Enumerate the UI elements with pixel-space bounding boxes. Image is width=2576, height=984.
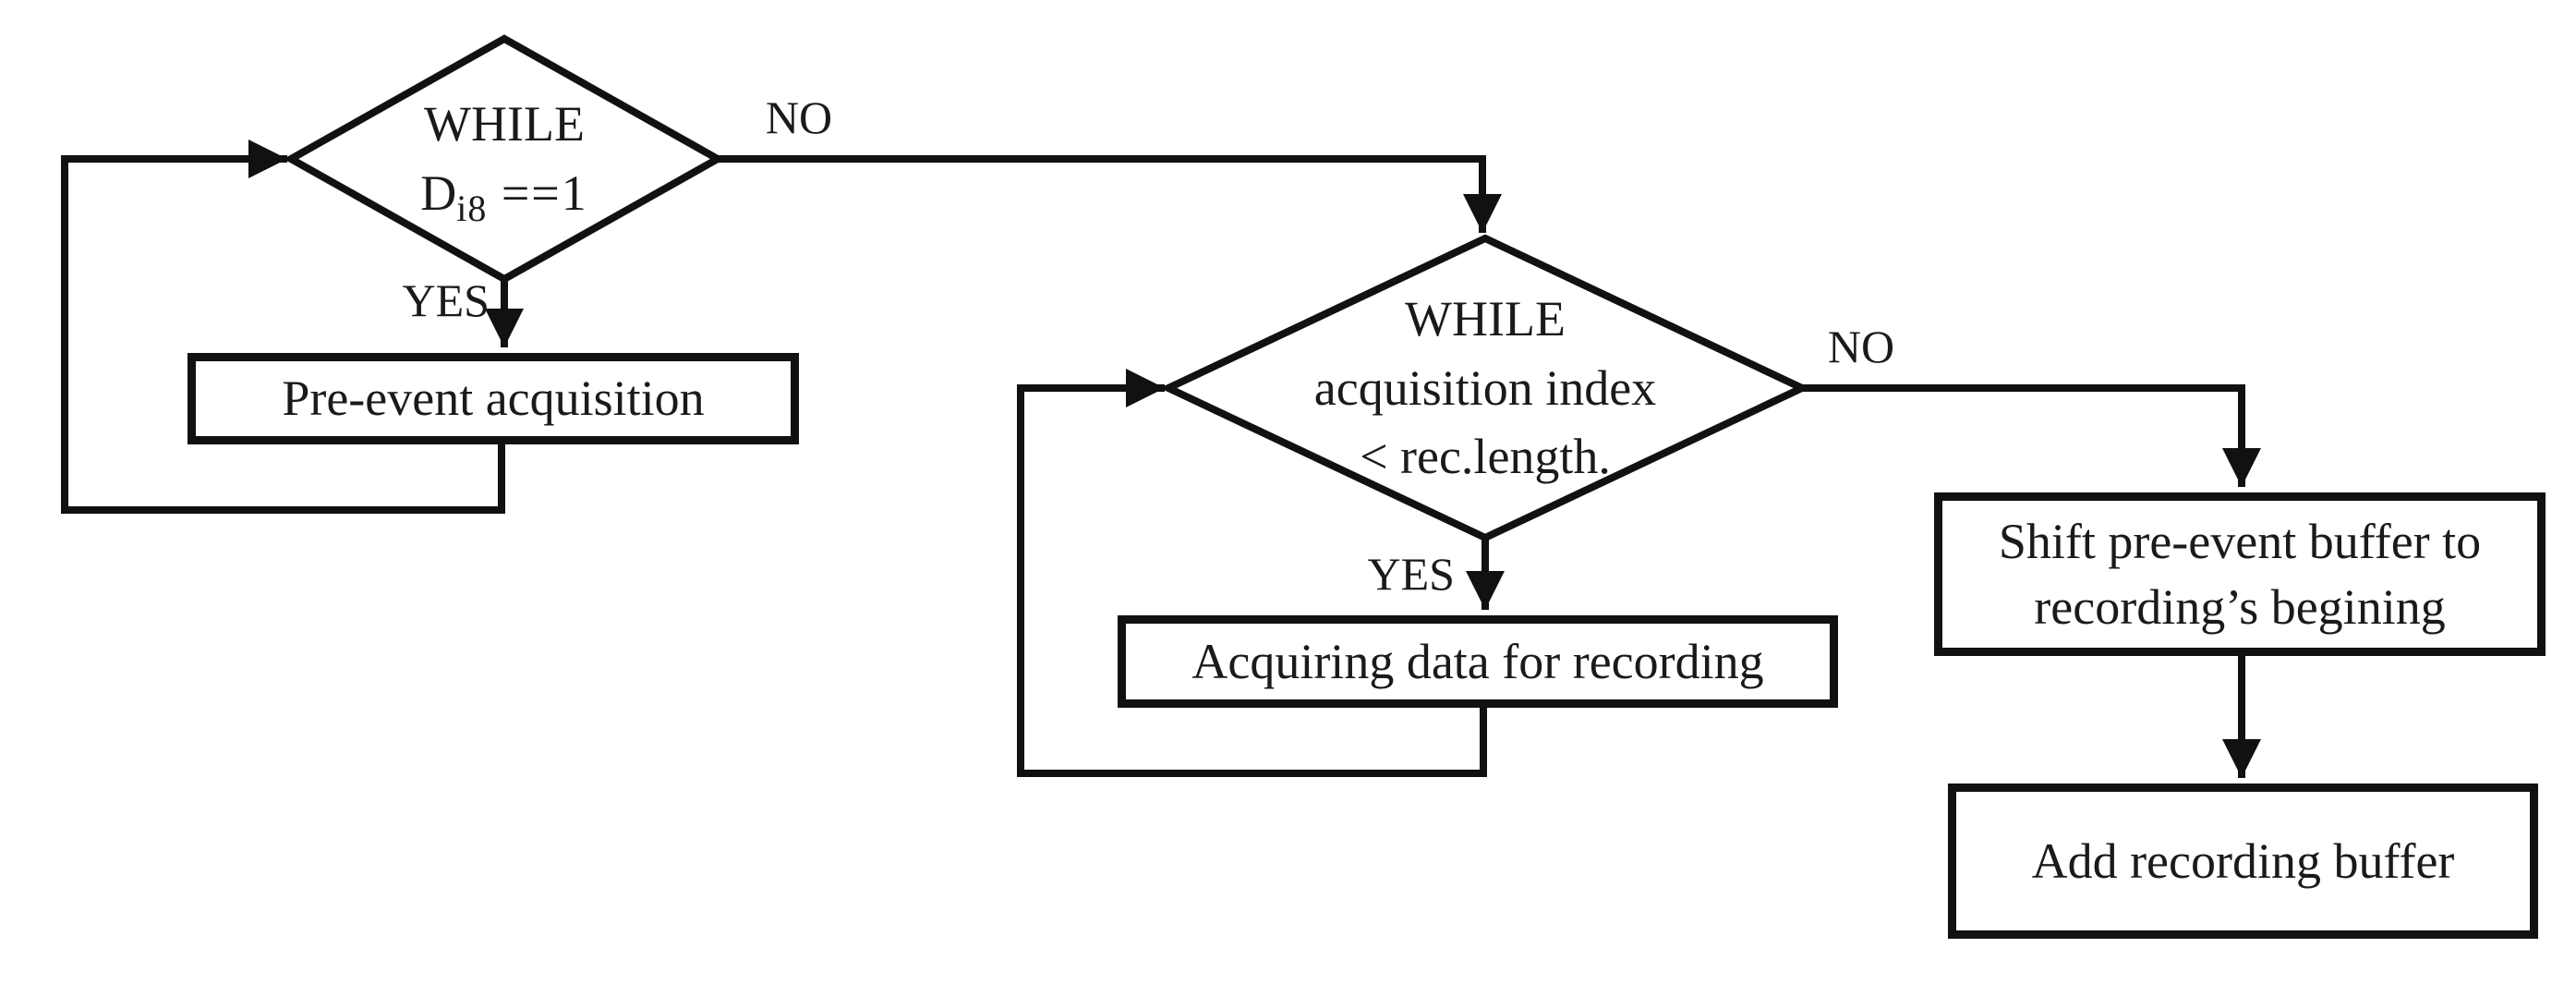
process-label: Shift pre-event buffer to recording’s be… (1998, 514, 2482, 635)
decision1-condition: Di8 ==1 (420, 159, 588, 229)
process-box-shift: Shift pre-event buffer to recording’s be… (1934, 492, 2546, 656)
decision2-keyword: WHILE (1405, 291, 1566, 347)
decision2-diamond (1159, 234, 1811, 542)
edge-preevent-loopback (61, 140, 505, 514)
edge-label-decision2-yes: YES (1367, 548, 1455, 600)
edge-decision2-no (1796, 384, 2261, 487)
process-box-acquiring: Acquiring data for recording (1118, 615, 1838, 708)
process-label: Pre-event acquisition (282, 371, 705, 427)
decision2-condition-line1: acquisition index (1313, 359, 1657, 416)
process-label: Add recording buffer (2031, 832, 2455, 889)
process-box-add: Add recording buffer (1948, 784, 2538, 939)
process-label: Acquiring data for recording (1191, 633, 1764, 689)
formula-subscript: i8 (456, 188, 488, 229)
decision1-diamond (283, 34, 726, 284)
edge-decision1-no (718, 155, 1502, 233)
formula-rest: ==1 (487, 165, 588, 221)
decision1-text: WHILE Di8 ==1 (291, 67, 718, 251)
edge-label-decision2-no: NO (1827, 321, 1895, 372)
process-box-preevent: Pre-event acquisition (187, 353, 799, 444)
decision2-text: WHILE acquisition index < rec.length. (1168, 273, 1802, 504)
edge-label-decision1-no: NO (765, 91, 833, 143)
decision1-keyword: WHILE (424, 96, 585, 152)
formula-base: D (420, 165, 457, 221)
edge-acquiring-loopback (1017, 369, 1487, 777)
edge-label-decision1-yes: YES (402, 274, 490, 326)
decision2-condition-line2: < rec.length. (1360, 429, 1611, 485)
